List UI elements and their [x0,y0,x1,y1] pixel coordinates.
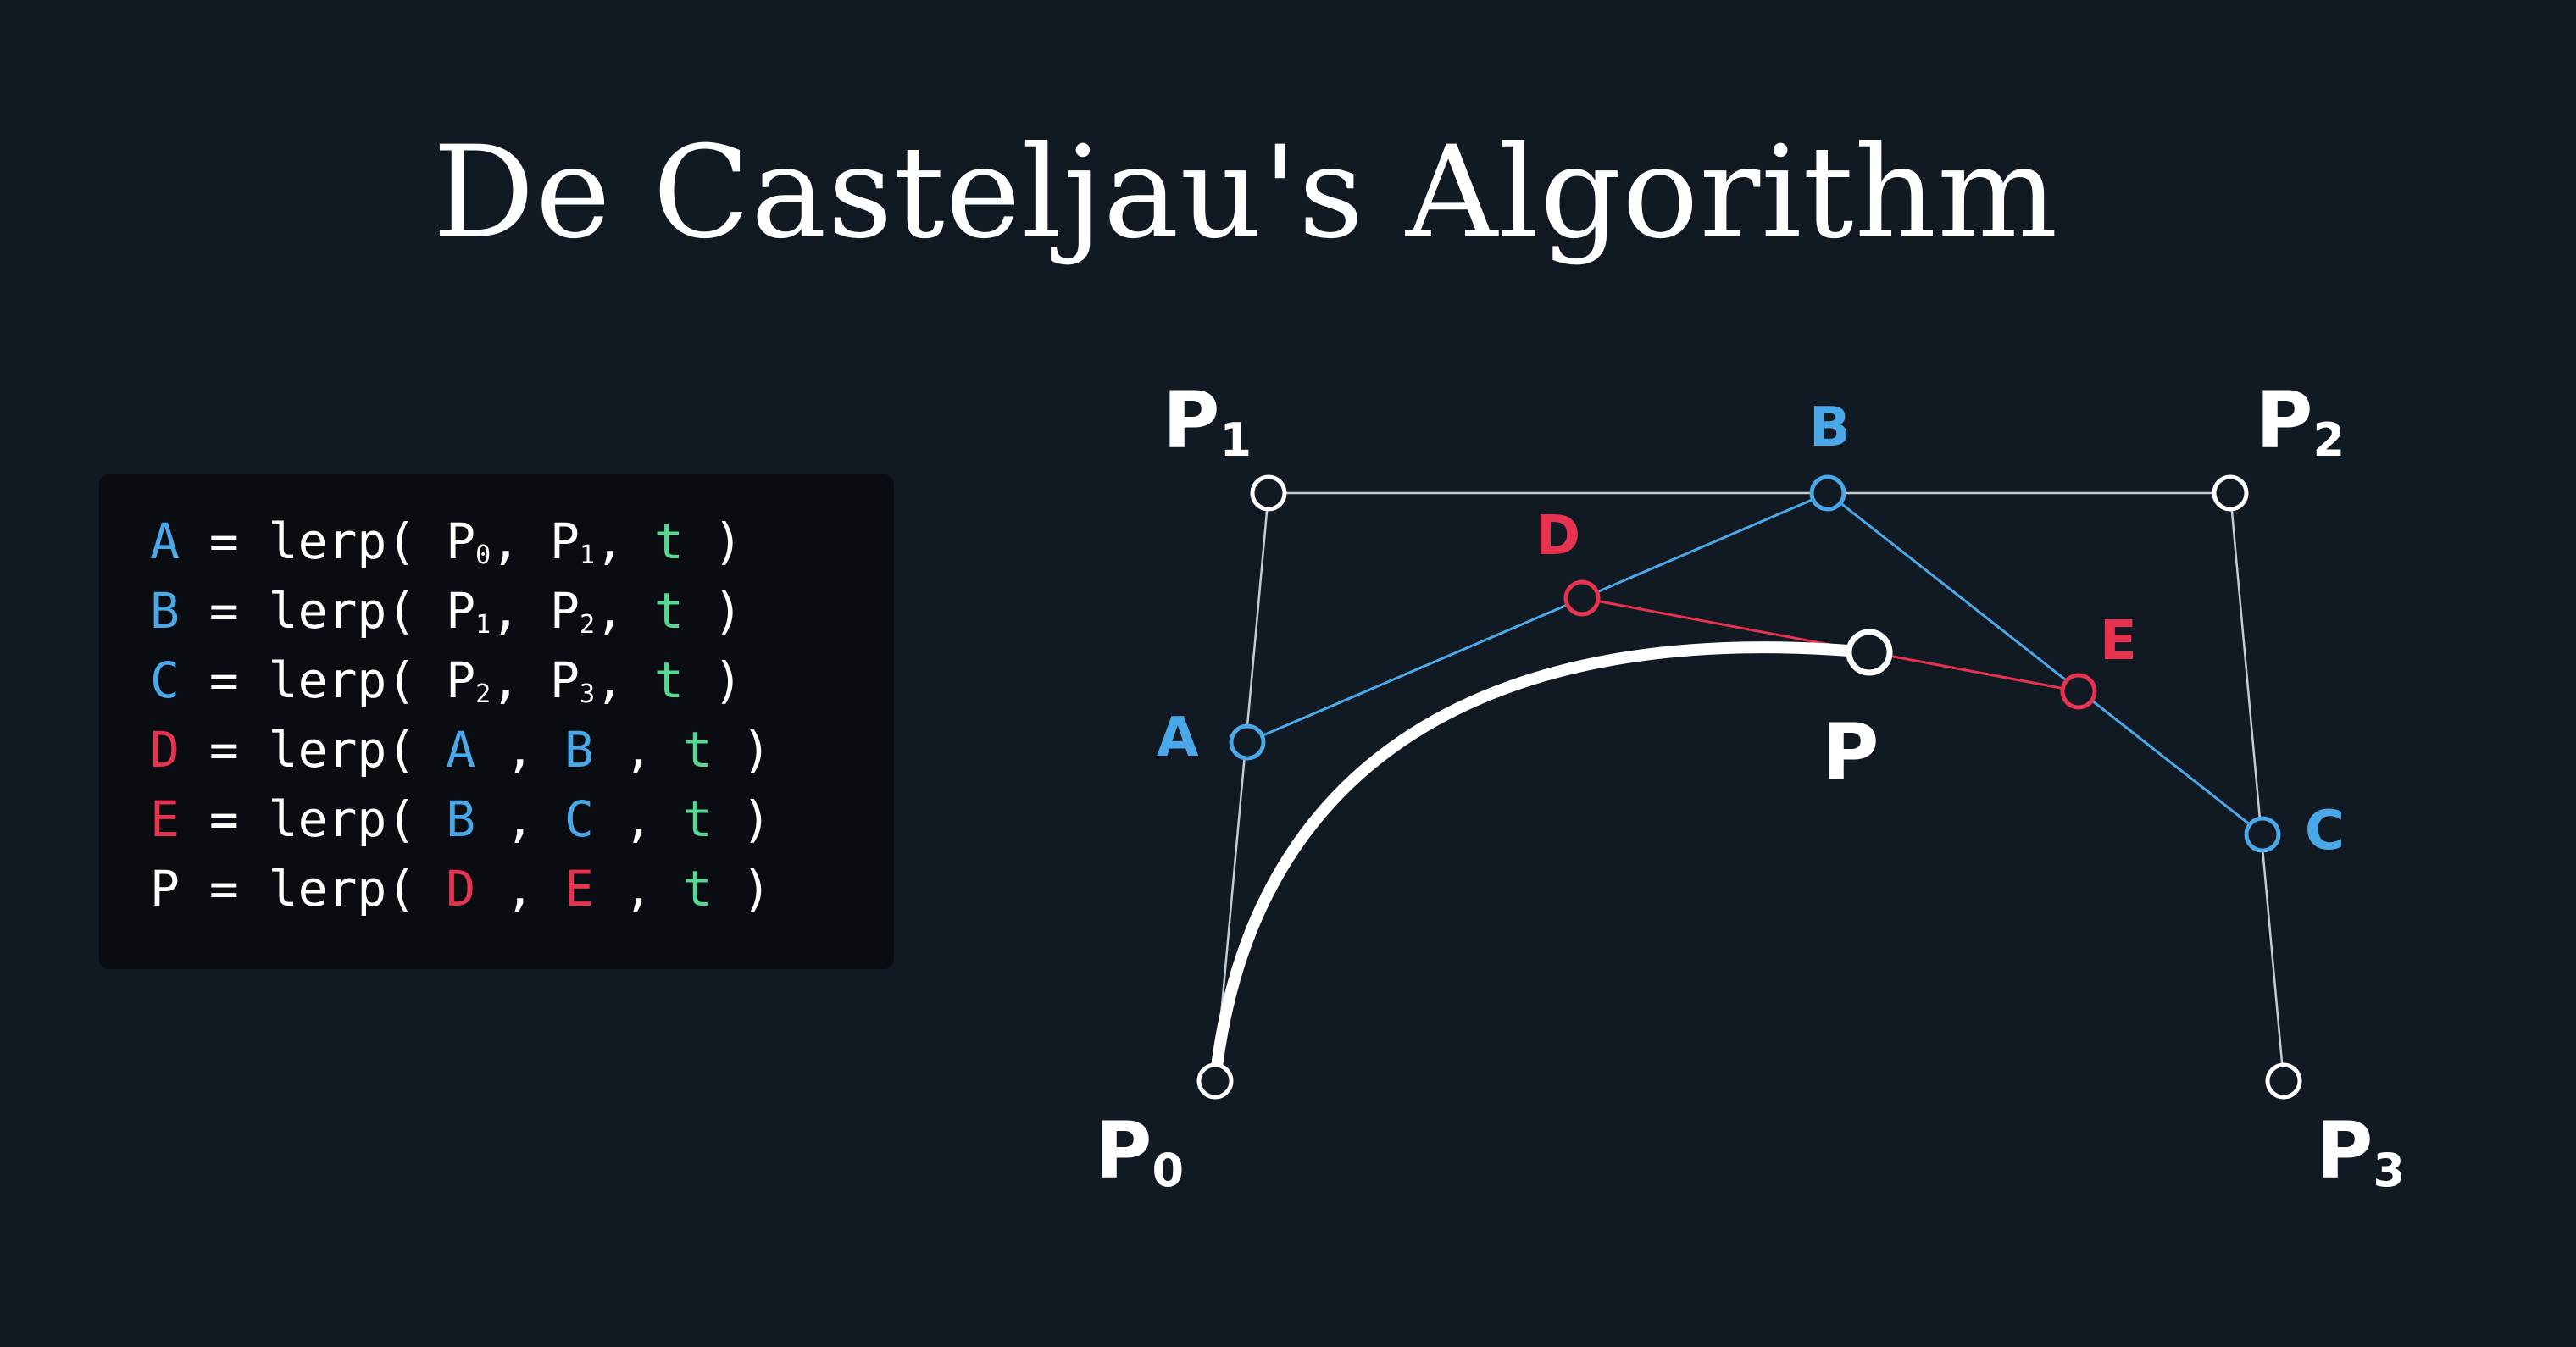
code-subscript: 1 [579,540,596,570]
code-token: E [564,860,594,917]
code-token: C [150,651,180,709]
code-token: , [593,860,683,917]
code-subscript: 1 [475,610,491,640]
label-p1: P1 [1163,375,1252,467]
code-token: = lerp( [179,790,447,848]
guide-line-p0-p1 [1213,492,1270,1082]
code-lines: A = lerp( P0, P1, t )B = lerp( P1, P2, t… [150,507,771,923]
code-token: , [595,513,654,570]
label-e: E [2100,610,2137,673]
code-token: , [593,790,683,848]
label-p2: P2 [2256,375,2345,467]
code-token: P [550,582,580,640]
code-token: = lerp( [179,651,447,709]
code-token: ) [712,790,772,848]
code-token: t [682,790,713,848]
code-panel: A = lerp( P0, P1, t )B = lerp( P1, P2, t… [99,474,894,969]
label-p: P [1822,707,1879,798]
code-token: , [475,721,564,779]
code-token: , [491,513,551,570]
label-p3: P3 [2316,1106,2405,1197]
code-token: t [653,582,684,640]
code-token: = lerp( [179,721,447,779]
code-subscript: 2 [579,610,596,640]
label-c: C [2305,800,2345,862]
code-token: P [150,860,180,917]
guide-line-p2-p3 [2229,492,2285,1082]
code-token: , [475,790,564,848]
code-token: B [564,721,594,779]
page-title: De Casteljau's Algorithm [432,119,2059,267]
code-token: ) [712,860,772,917]
code-token: , [593,721,683,779]
label-p0: P0 [1095,1106,1184,1197]
code-line: B = lerp( P1, P2, t ) [150,576,771,646]
code-token: , [595,651,654,709]
point-a [1229,723,1266,761]
code-token: D [446,860,476,917]
code-token: = lerp( [179,860,447,917]
code-token: ) [683,513,743,570]
code-token: E [150,790,180,848]
label-b: B [1809,396,1851,459]
point-e [2060,673,2097,710]
label-d: D [1535,505,1580,568]
point-p0[interactable] [1196,1062,1234,1100]
point-p2[interactable] [2212,474,2249,512]
code-token: A [446,721,476,779]
label-a: A [1157,707,1199,769]
point-c [2244,816,2281,853]
code-token: , [491,582,551,640]
code-token: D [150,721,180,779]
code-subscript: 3 [579,679,596,709]
code-token: , [595,582,654,640]
line-b-c [1827,491,2263,836]
line-a-b [1246,491,1829,744]
code-line: C = lerp( P2, P3, t ) [150,646,771,715]
code-line: D = lerp( A , B , t ) [150,715,771,784]
code-token: t [653,513,684,570]
code-token: B [150,582,180,640]
code-token: P [446,513,476,570]
code-token: B [446,790,476,848]
code-token: t [682,860,713,917]
code-token: , [475,860,564,917]
code-token: P [446,651,476,709]
point-b [1809,474,1846,512]
point-p3[interactable] [2265,1062,2302,1100]
code-token: , [491,651,551,709]
code-token: ) [683,582,743,640]
code-token: = lerp( [179,513,447,570]
code-token: = lerp( [179,582,447,640]
code-subscript: 2 [475,679,491,709]
code-line: E = lerp( B , C , t ) [150,784,771,854]
point-p1[interactable] [1250,474,1287,512]
code-token: t [653,651,684,709]
code-line: P = lerp( D , E , t ) [150,854,771,923]
code-token: P [446,582,476,640]
code-token: P [550,513,580,570]
point-p [1846,629,1893,676]
code-token: P [550,651,580,709]
code-token: A [150,513,180,570]
code-line: A = lerp( P0, P1, t ) [150,507,771,576]
code-token: t [682,721,713,779]
bezier-curve [1209,641,1875,1087]
code-subscript: 0 [475,540,491,570]
point-d [1563,579,1601,617]
code-token: ) [712,721,772,779]
code-token: ) [683,651,743,709]
code-token: C [564,790,594,848]
